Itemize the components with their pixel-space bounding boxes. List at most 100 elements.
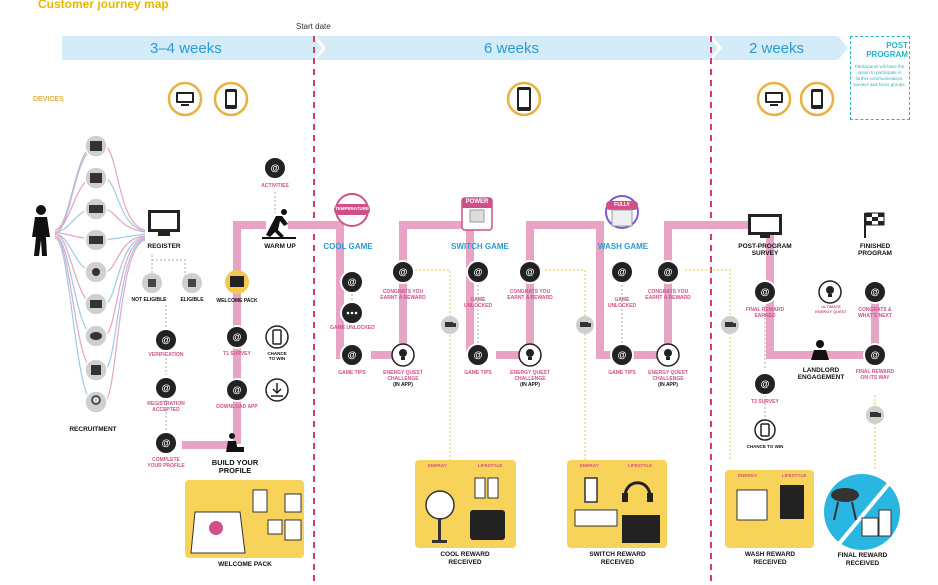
- chance-nodes: [265, 325, 776, 441]
- tag-lifestyle-switch: LIFESTYLE: [628, 463, 653, 468]
- svg-text:@: @: [233, 385, 242, 395]
- badge-wash-text: FULLY: [614, 202, 630, 208]
- game-tips-wash: GAME TIPS: [608, 370, 636, 376]
- game-tips-switch: GAME TIPS: [464, 370, 492, 376]
- devices-label: DEVICES: [33, 96, 64, 103]
- t1-survey-label: T1 SURVEY: [223, 351, 251, 357]
- svg-text:@: @: [761, 379, 770, 389]
- phase-bar-3: [712, 36, 848, 60]
- svg-text:@: @: [664, 267, 673, 277]
- builder-figure: [226, 433, 244, 452]
- svg-text:@: @: [162, 335, 171, 345]
- device-glyphs: [176, 87, 823, 111]
- register-label: REGISTER: [147, 243, 181, 250]
- tag-energy-switch: ENERGY: [580, 463, 600, 468]
- tag-energy-wash: ENERGY: [738, 473, 758, 478]
- register-monitor: [148, 210, 180, 236]
- recruitment-label: RECRUITMENT: [69, 426, 117, 433]
- cool-game-label: COOL GAME: [323, 242, 373, 251]
- eligible-label: ELIGIBLE: [180, 297, 204, 303]
- post-program-body: Participants will have the option to par…: [853, 64, 906, 87]
- device-circles: [167, 81, 835, 117]
- tag-energy-cool: ENERGY: [428, 463, 448, 468]
- phase-bar-1: [62, 36, 322, 60]
- email-glyphs: @@@ @@@ @@@ @@@ @@@ @@ @@: [162, 163, 880, 448]
- verification-label: VERIFICATION: [148, 352, 184, 358]
- svg-text:@: @: [348, 277, 357, 287]
- download-app-label: DOWNLOAD APP: [216, 404, 258, 410]
- svg-text:@: @: [348, 350, 357, 360]
- page-title: Customer journey map: [38, 0, 169, 11]
- landlord-figure: [811, 340, 829, 360]
- switch-game-label: SWITCH GAME: [451, 242, 509, 251]
- post-program-box: [850, 36, 910, 120]
- channel-glyphs: [89, 141, 103, 405]
- bulb-glyphs: [399, 286, 834, 360]
- phase-label-3: 2 weeks: [749, 40, 805, 57]
- svg-text:@: @: [162, 438, 171, 448]
- start-date-label: Start date: [296, 22, 331, 31]
- svg-text:@: @: [162, 383, 171, 393]
- svg-text:@: @: [233, 332, 242, 342]
- chance-to-win-label: CHANCE TO WIN: [746, 444, 784, 449]
- svg-text:@: @: [526, 267, 535, 277]
- not-eligible-label: NOT ELIGIBLE: [131, 297, 167, 303]
- svg-text:@: @: [474, 267, 483, 277]
- wash-game-label: WASH GAME: [597, 242, 649, 251]
- svg-text:@: @: [618, 267, 627, 277]
- person-figure: [32, 205, 50, 256]
- badge-switch-text: POWER: [465, 199, 489, 205]
- tag-lifestyle-wash: LIFESTYLE: [782, 473, 807, 478]
- svg-text:@: @: [761, 287, 770, 297]
- game-unlocked-cool: GAME UNLOCKED: [330, 325, 375, 331]
- tag-lifestyle-cool: LIFESTYLE: [478, 463, 503, 468]
- svg-text:@: @: [871, 287, 880, 297]
- warm-up-label: WARM UP: [264, 243, 296, 250]
- email-nodes: [154, 156, 887, 455]
- welcome-pack-label: WELCOME PACK: [218, 561, 272, 568]
- tv-icon: [748, 214, 782, 238]
- activities-label: ACTIVITIES: [261, 183, 289, 189]
- phase-label-1: 3–4 weeks: [150, 40, 222, 57]
- game-tips-cool: GAME TIPS: [338, 370, 366, 376]
- congrats-next-label: CONGRATS &WHAT'S NEXT: [858, 307, 892, 319]
- svg-text:@: @: [871, 350, 880, 360]
- phase-bar-2: [316, 36, 718, 60]
- wash-game-badge: [605, 195, 639, 229]
- svg-text:@: @: [271, 163, 280, 173]
- cool-game-badge: [334, 193, 370, 227]
- phase-label-2: 6 weeks: [484, 40, 540, 57]
- badge-cool-text: TEMPERATURE: [335, 206, 369, 211]
- switch-game-badge: [461, 197, 493, 231]
- welcome-pack-small-label: WELCOME PACK: [216, 298, 258, 304]
- svg-text:@: @: [618, 350, 627, 360]
- runner-figure: [262, 209, 296, 239]
- flag-icon: [864, 212, 885, 238]
- t2-survey-label: T2 SURVEY: [751, 399, 779, 405]
- svg-text:@: @: [474, 350, 483, 360]
